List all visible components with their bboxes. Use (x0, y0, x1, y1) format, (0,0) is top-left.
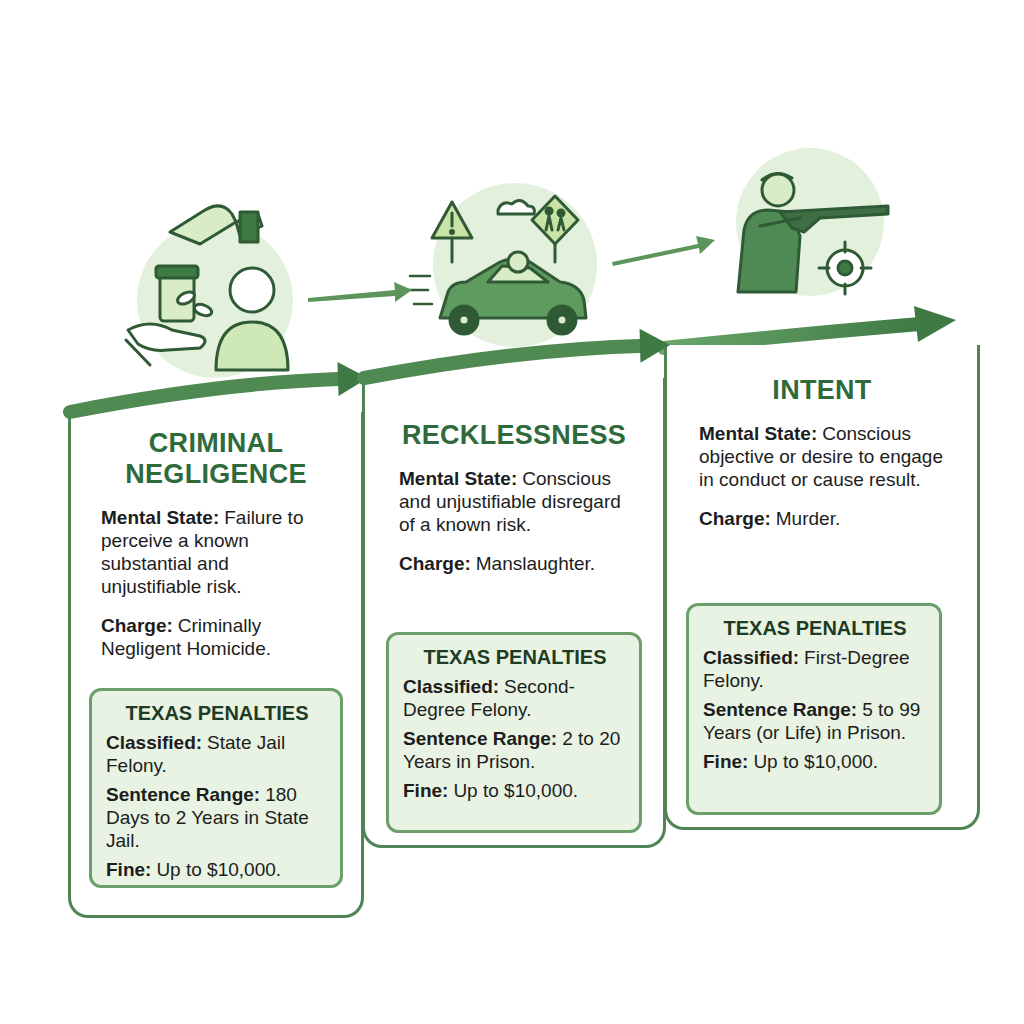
progress-connector (364, 346, 646, 378)
illustration-part (216, 322, 288, 370)
field-row: Classified:First-Degree Felony. (703, 646, 927, 692)
field-label: Mental State: (399, 468, 517, 489)
field-label: Charge: (399, 553, 471, 574)
progress-arrow (308, 236, 715, 302)
field-label: Mental State: (101, 507, 219, 528)
field-row: Sentence Range:2 to 20 Years in Prison. (403, 727, 627, 773)
illustration-part (827, 250, 863, 286)
field-row: Fine:Up to $10,000. (106, 858, 328, 881)
concept-column: CRIMINAL NEGLIGENCE Mental State:Failure … (68, 412, 364, 918)
illustration-part (240, 212, 258, 242)
negligence-icon (126, 206, 293, 378)
field-row: Classified:Second-Degree Felony. (403, 675, 627, 721)
arrow-head-end (640, 329, 670, 363)
field-row: Sentence Range:180 Days to 2 Years in St… (106, 783, 328, 852)
illustration-part (451, 238, 454, 262)
intent-icon (736, 148, 888, 296)
penalties-box: TEXAS PENALTIES Classified:Second-Degree … (386, 632, 642, 833)
field-label: Charge: (699, 508, 771, 529)
field-row: Sentence Range:5 to 99 Years (or Life) i… (703, 698, 927, 744)
progress-band (664, 306, 956, 348)
illustration-part (156, 266, 198, 278)
field-label: Classified: (403, 676, 499, 697)
illustration-part (838, 261, 852, 275)
illustration-part (548, 306, 576, 334)
penalties-heading: TEXAS PENALTIES (403, 645, 627, 669)
field-row: Fine:Up to $10,000. (703, 750, 927, 773)
progress-connector (70, 379, 344, 412)
field-row: Mental State:Failure to perceive a known… (101, 506, 331, 598)
concept-column: RECKLESSNESS Mental State:Conscious and u… (362, 378, 666, 848)
illustration-part (126, 340, 150, 365)
field-row: Charge:Criminally Negligent Homicide. (101, 614, 331, 660)
field-row: Classified:State Jail Felony. (106, 731, 328, 777)
illustration-part (230, 268, 274, 312)
field-value: Murder. (776, 508, 840, 529)
field-label: Fine: (403, 780, 448, 801)
illustration-part (137, 222, 293, 378)
illustration-part (760, 218, 800, 226)
illustration-part (612, 236, 715, 266)
field-value: Up to $10,000. (453, 780, 578, 801)
field-label: Sentence Range: (106, 784, 260, 805)
column-heading: INTENT (699, 375, 945, 406)
field-row: Fine:Up to $10,000. (403, 779, 627, 802)
illustration-part (558, 210, 564, 216)
column-heading: CRIMINAL NEGLIGENCE (101, 428, 331, 490)
concept-column: INTENT Mental State:Conscious objective o… (664, 345, 980, 830)
illustration-part (450, 306, 478, 334)
illustration-part (557, 315, 567, 325)
illustration-part (819, 242, 871, 294)
illustration-part (762, 173, 792, 180)
field-label: Classified: (106, 732, 202, 753)
column-heading: RECKLESSNESS (399, 420, 629, 451)
illustration-part (176, 290, 197, 307)
illustration-part (546, 216, 564, 230)
field-label: Fine: (106, 859, 151, 880)
field-label: Sentence Range: (703, 699, 857, 720)
illustration-part (451, 213, 454, 226)
penalties-heading: TEXAS PENALTIES (106, 701, 328, 725)
recklessness-icon (404, 183, 597, 347)
illustration-part (433, 183, 597, 347)
illustration-part (546, 208, 552, 214)
penalties-heading: TEXAS PENALTIES (703, 616, 927, 640)
illustration-part (532, 196, 578, 244)
illustration-part (914, 306, 956, 342)
field-row: Charge:Manslaughter. (399, 552, 629, 575)
illustration-part (451, 231, 454, 234)
field-row: Mental State:Conscious and unjustifiable… (399, 467, 629, 536)
illustration-part (762, 174, 794, 206)
field-label: Mental State: (699, 423, 817, 444)
illustration-part (554, 244, 557, 262)
field-value: Manslaughter. (476, 553, 595, 574)
field-label: Charge: (101, 615, 173, 636)
penalties-box: TEXAS PENALTIES Classified:State Jail Fel… (89, 688, 343, 888)
field-row: Charge:Murder. (699, 507, 945, 530)
field-value: Up to $10,000. (156, 859, 281, 880)
illustration-part (498, 200, 534, 214)
field-value: Up to $10,000. (753, 751, 878, 772)
illustration-part (193, 302, 213, 318)
field-row: Mental State:Conscious objective or desi… (699, 422, 945, 491)
illustration-part (128, 324, 205, 350)
illustration-part (170, 206, 236, 244)
illustration-part (508, 252, 528, 272)
illustration-part (459, 315, 469, 325)
illustration-part (432, 202, 472, 238)
field-label: Fine: (703, 751, 748, 772)
field-label: Classified: (703, 647, 799, 668)
illustration-part (308, 282, 412, 302)
field-label: Sentence Range: (403, 728, 557, 749)
penalties-box: TEXAS PENALTIES Classified:First-Degree F… (686, 603, 942, 815)
